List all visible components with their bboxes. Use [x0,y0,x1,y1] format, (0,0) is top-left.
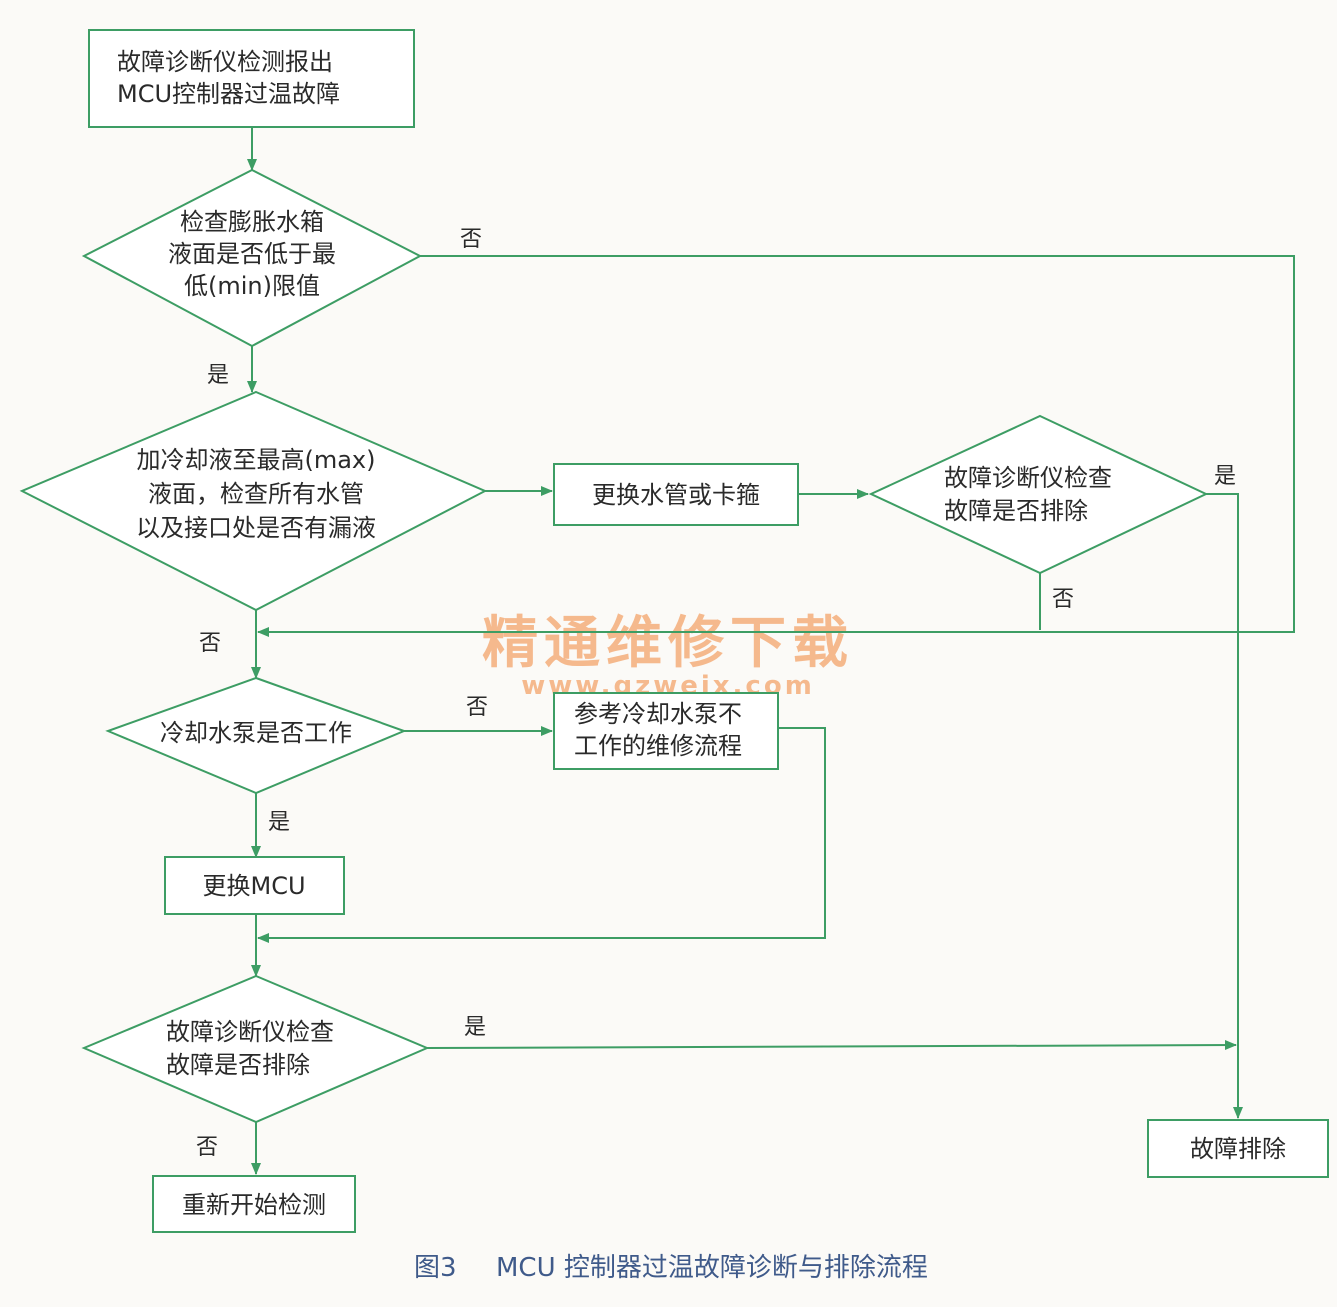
pump-procedure-box [553,692,779,770]
node-label-line: 故障诊断仪检查 [944,464,1112,492]
node-label-line: MCU控制器过温故障 [117,80,340,108]
watermark-main-text: 精通维修下载 [482,611,854,676]
node-label-line: 液面，检查所有水管 [148,480,364,508]
node-label-line: 工作的维修流程 [574,732,742,760]
edge-label-fixed1-no: 否 [1052,587,1074,612]
node-label-line: 更换水管或卡箍 [592,481,760,509]
edge-label-level-no: 否 [460,227,482,252]
node-label-line: 故障排除 [1190,1135,1286,1163]
restart-label: 重新开始检测 [182,1191,326,1219]
node-label-line: 重新开始检测 [182,1191,326,1219]
check-level-diamond [81,168,423,348]
resolved-label: 故障排除 [1190,1135,1286,1163]
restart-box [152,1175,356,1233]
check-pump-label: 冷却水泵是否工作 [160,719,352,747]
start-box [88,29,415,128]
check-leak-label: 加冷却液至最高(max) 液面，检查所有水管以及接口处是否有漏液 [136,446,376,542]
node-label-line: 低(min)限值 [184,272,320,300]
node-label-line: 故障诊断仪检查 [166,1018,334,1046]
check-fixed-1-diamond [868,414,1209,575]
replace-mcu-box [164,856,345,915]
node-label-line: 液面是否低于最 [168,240,336,268]
edge-check-fixed-2-yes [426,1040,1237,1051]
replace-hose-box [553,463,799,526]
node-label-line: 故障诊断仪检测报出 [117,48,333,76]
edge-label-leak-no: 否 [199,631,221,656]
node-label-line: 以及接口处是否有漏液 [136,514,376,542]
check-fixed-2-diamond [81,974,430,1124]
edge-check-fixed-1-yes [1206,493,1243,1119]
check-fixed-2-label: 故障诊断仪检查故障是否排除 [166,1018,334,1079]
check-pump-diamond [105,676,407,795]
check-fixed-1-label: 故障诊断仪检查故障是否排除 [944,464,1112,525]
check-level-label: 检查膨胀水箱液面是否低于最低(min)限值 [168,208,336,300]
edge-check-level-no [257,255,1295,637]
replace-mcu-label: 更换MCU [202,872,305,900]
replace-hose-label: 更换水管或卡箍 [592,481,760,509]
edge-label-level-yes: 是 [207,363,229,388]
node-label-line: 检查膨胀水箱 [180,208,324,236]
edge-label-pump-no: 否 [466,695,488,720]
node-labels: 故障诊断仪检测报出 MCU控制器过温故障 检查膨胀水箱液面是否低于最低(min)限… [117,48,1286,1219]
edge-label-fixed2-no: 否 [196,1135,218,1160]
edge-label-fixed1-yes: 是 [1214,464,1236,489]
resolved-box [1147,1119,1329,1178]
watermark: 精通维修下载 www.gzweix.com [482,611,854,701]
check-leak-diamond [19,390,488,612]
node-label-line: 故障是否排除 [944,497,1088,525]
figure-caption: 图3 MCU 控制器过温故障诊断与排除流程 [414,1253,928,1283]
pump-procedure-label: 参考冷却水泵不工作的维修流程 [574,700,742,760]
node-label-line: 故障是否排除 [166,1051,310,1079]
start-label: 故障诊断仪检测报出 MCU控制器过温故障 [117,48,340,108]
edge-pump-procedure-return [257,727,826,943]
edge-label-fixed2-yes: 是 [464,1015,486,1040]
caption-number: 图3 [414,1253,457,1283]
node-label-line: 冷却水泵是否工作 [160,719,352,747]
edge-labels: 否 是 是 否 否 否 是 是 否 [196,227,1236,1160]
node-label-line: 加冷却液至最高(max) [136,446,375,474]
node-label-line: 参考冷却水泵不 [574,700,742,728]
edge-label-pump-yes: 是 [268,810,290,835]
node-label-line: 更换MCU [202,872,305,900]
caption-title: MCU 控制器过温故障诊断与排除流程 [496,1253,928,1283]
